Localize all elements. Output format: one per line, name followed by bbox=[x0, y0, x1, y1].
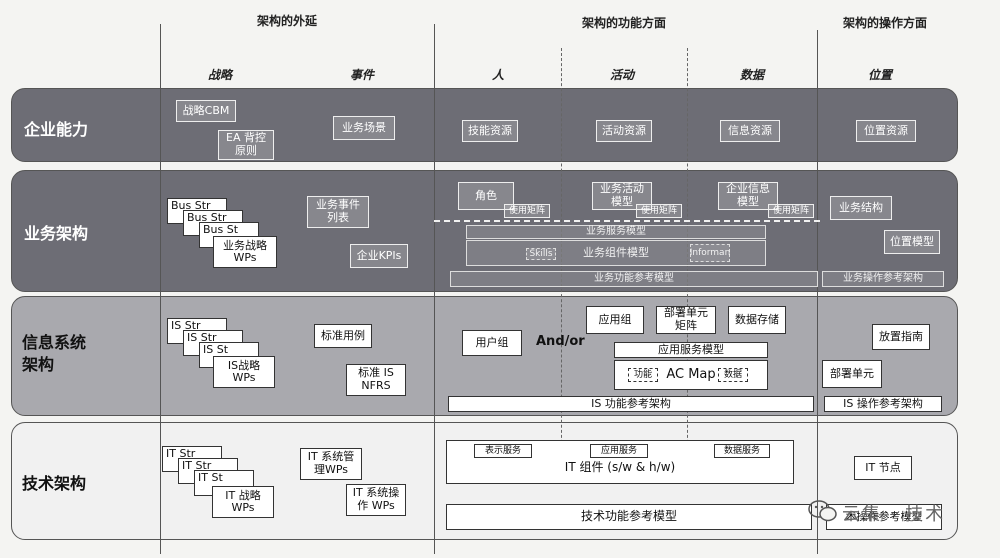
it-system-operation-box: IT 系统操 作 WPs bbox=[346, 484, 406, 516]
column-divider-2 bbox=[434, 24, 435, 554]
watermark-text: 云集 · 技术 bbox=[842, 504, 946, 525]
location-resource-box: 位置资源 bbox=[856, 120, 916, 142]
enterprise-kpis-box: 企业KPIs bbox=[350, 244, 408, 268]
subheader-strategy: 战略 bbox=[208, 68, 233, 82]
column-divider-dashed-1 bbox=[561, 48, 562, 468]
data-small-box: 数据 bbox=[718, 368, 748, 382]
skill-resource-box: 技能资源 bbox=[462, 120, 518, 142]
column-divider-dashed-2 bbox=[687, 48, 688, 468]
subheader-location: 位置 bbox=[868, 68, 893, 82]
header-operational: 架构的操作方面 bbox=[843, 16, 928, 30]
column-divider-1 bbox=[160, 24, 161, 554]
business-scenario-box: 业务场景 bbox=[333, 116, 395, 140]
standard-is-nfrs-box: 标准 IS NFRS bbox=[346, 364, 406, 396]
and-or-label: And/or bbox=[536, 334, 585, 349]
application-service-model-box: 应用服务模型 bbox=[614, 342, 768, 358]
activity-resource-box: 活动资源 bbox=[596, 120, 652, 142]
it-strategy-stack: IT Str IT Str IT St IT 战略 WPs bbox=[162, 446, 282, 522]
presentation-service-box: 表示服务 bbox=[474, 444, 532, 458]
it-system-management-box: IT 系统管 理WPs bbox=[300, 448, 362, 480]
it-node-box: IT 节点 bbox=[854, 456, 912, 480]
placement-guide-box: 放置指南 bbox=[872, 324, 930, 350]
skills-box: Skills bbox=[526, 248, 556, 260]
business-event-list-box: 业务事件 列表 bbox=[307, 196, 369, 228]
business-activity-model-box: 业务活动 模型 bbox=[592, 182, 652, 210]
it-components-label: IT 组件 (s/w & h/w) bbox=[564, 459, 676, 474]
is-functional-ref-box: IS 功能参考架构 bbox=[448, 396, 814, 412]
column-divider-3 bbox=[817, 30, 818, 554]
data-storage-box: 数据存储 bbox=[728, 306, 786, 334]
deployment-unit-box: 部署单元 bbox=[822, 360, 882, 388]
deployment-unit-matrix-box: 部署单元 矩阵 bbox=[656, 306, 716, 334]
subheader-people: 人 bbox=[492, 68, 505, 82]
subheader-data: 数据 bbox=[740, 68, 765, 82]
is-strategy-wps-card: IS战略 WPs bbox=[213, 356, 275, 388]
usage-matrix-2-box: 使用矩阵 bbox=[636, 204, 682, 218]
header-extension: 架构的外延 bbox=[257, 14, 318, 28]
header-functional: 架构的功能方面 bbox=[582, 16, 667, 30]
business-strategy-stack: Bus Str Bus Str Bus St 业务战略 WPs bbox=[167, 198, 287, 270]
business-structure-box: 业务结构 bbox=[830, 196, 892, 220]
business-functional-ref-box: 业务功能参考模型 bbox=[450, 271, 818, 287]
usage-matrix-1-box: 使用矩阵 bbox=[504, 204, 550, 218]
subheader-event: 事件 bbox=[350, 68, 375, 82]
business-component-model-label: 业务组件模型 bbox=[583, 245, 649, 259]
row-title-tech: 技术架构 bbox=[22, 474, 87, 493]
subheader-activity: 活动 bbox=[610, 68, 635, 82]
tech-operational-ref-box: 术操作参考模型 bbox=[826, 504, 942, 530]
ea-principles-box: EA 背控原则 bbox=[218, 130, 274, 160]
it-strategy-wps-card: IT 战略 WPs bbox=[212, 486, 274, 518]
row-title-business: 业务架构 bbox=[24, 224, 89, 243]
usage-matrix-3-box: 使用矩阵 bbox=[768, 204, 814, 218]
standard-use-cases-box: 标准用例 bbox=[314, 324, 372, 348]
strategy-cbm-box: 战略CBM bbox=[176, 100, 236, 122]
function-box: 功能 bbox=[628, 368, 658, 382]
row-title-enterprise: 企业能力 bbox=[24, 120, 89, 139]
band-enterprise-capability bbox=[11, 88, 958, 162]
location-model-box: 位置模型 bbox=[884, 230, 940, 254]
information-resource-box: 信息资源 bbox=[720, 120, 780, 142]
business-service-model-box: 业务服务模型 bbox=[466, 225, 766, 239]
business-dashed-divider bbox=[434, 220, 820, 222]
wechat-icon bbox=[808, 500, 837, 522]
business-strategy-wps-card: 业务战略 WPs bbox=[213, 236, 277, 268]
application-service-box: 应用服务 bbox=[590, 444, 648, 458]
tech-functional-ref-box: 技术功能参考模型 bbox=[446, 504, 812, 530]
is-strategy-stack: IS Str IS Str IS St IS战略 WPs bbox=[167, 318, 287, 390]
user-group-box: 用户组 bbox=[462, 330, 522, 356]
row-title-is: 信息系统 架构 bbox=[22, 333, 87, 374]
informan-box: Informan bbox=[690, 244, 730, 262]
is-operational-ref-box: IS 操作参考架构 bbox=[824, 396, 942, 412]
data-service-box: 数据服务 bbox=[714, 444, 770, 458]
application-group-box: 应用组 bbox=[586, 306, 644, 334]
business-operational-ref-box: 业务操作参考架构 bbox=[822, 271, 944, 287]
ac-map-label: AC Map bbox=[666, 366, 716, 382]
